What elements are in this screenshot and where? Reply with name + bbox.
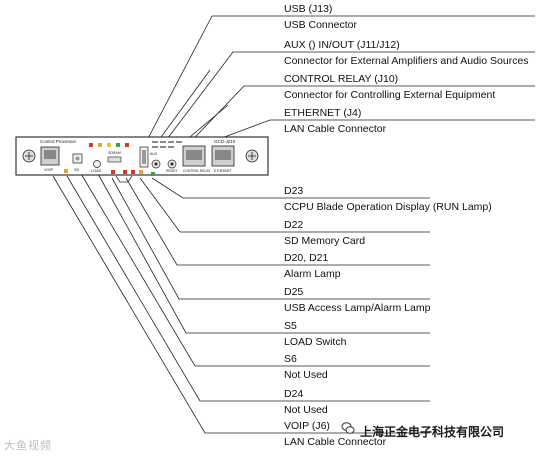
leader-voip <box>52 175 282 434</box>
leader-d22 <box>139 177 282 233</box>
watermark-right: 上海正金电子科技有限公司 <box>360 425 505 439</box>
callout-s5-desc: LOAD Switch <box>284 336 347 348</box>
callout-ethernet-title: ETHERNET (J4) <box>284 107 362 119</box>
aux-label: AUX <box>150 152 158 156</box>
leader-relay <box>177 85 282 156</box>
callout-s5-title: S5 <box>284 320 297 332</box>
callout-s6-title: S6 <box>284 353 297 365</box>
reset-label: RESET <box>166 169 179 173</box>
d25-led-icon <box>111 170 115 174</box>
d20-led-icon <box>123 170 127 174</box>
callout-d20-desc: Alarm Lamp <box>284 268 341 280</box>
callout-usb-desc: USB Connector <box>284 19 357 31</box>
callout-relay-title: CONTROL RELAY (J10) <box>284 73 399 85</box>
chat-bubble-icon <box>341 422 355 434</box>
voip-port-label: VOIP <box>44 168 54 172</box>
callout-d20-title: D20, D21 <box>284 252 329 264</box>
watermark-left: 大鱼视频 <box>4 440 52 452</box>
callout-voip-title: VOIP (J6) <box>284 420 330 432</box>
leader-d20 <box>125 177 282 266</box>
d22-led-icon <box>139 170 143 174</box>
sd-slot-icon <box>107 156 122 163</box>
sd-label: SD <box>74 168 80 172</box>
led-top-5 <box>125 143 129 147</box>
leader-s5 <box>96 171 282 334</box>
load-switch-icon <box>93 160 101 168</box>
callout-d23-title: D23 <box>284 185 304 197</box>
ethernet-port-label: ETHERNET <box>214 169 232 173</box>
callout-voip-desc: LAN Cable Connector <box>284 436 387 448</box>
leader-aux <box>154 51 282 156</box>
callout-aux-desc: Connector for External Amplifiers and Au… <box>284 55 529 67</box>
led-top-3 <box>107 143 111 147</box>
callout-d24-desc: Not Used <box>284 404 328 416</box>
relay-port-label: CONTROL RELAY <box>183 169 211 173</box>
led-top-1 <box>89 143 93 147</box>
callout-aux-title: AUX () IN/OUT (J11/J12) <box>284 39 400 51</box>
led-top-2 <box>98 143 102 147</box>
led-top-4 <box>116 143 120 147</box>
d21-led-icon <box>131 170 135 174</box>
faceplate: Control Processor GCD-J210 VOIP SD LOAD … <box>15 136 269 183</box>
sdram-label: SDRAM <box>108 151 121 155</box>
callout-relay-desc: Connector for Controlling External Equip… <box>284 89 496 101</box>
leader-usb <box>142 15 282 149</box>
leader-d25 <box>111 177 282 300</box>
callout-usb-title: USB (J13) <box>284 3 333 15</box>
leader-d23 <box>151 177 282 199</box>
load-label: LOAD <box>91 169 102 173</box>
callout-d25-title: D25 <box>284 286 304 298</box>
board-title: Control Processor <box>40 139 77 144</box>
d23-led-icon <box>151 172 155 176</box>
callout-d25-desc: USB Access Lamp/Alarm Lamp <box>284 302 431 314</box>
callout-ethernet-desc: LAN Cable Connector <box>284 123 387 135</box>
callout-d24-title: D24 <box>284 388 304 400</box>
leader-s6 <box>79 171 282 367</box>
callout-d22-desc: SD Memory Card <box>284 235 366 247</box>
callout-d22-title: D22 <box>284 219 304 231</box>
callout-s6-desc: Not Used <box>284 369 328 381</box>
leader-d24 <box>66 175 282 402</box>
callout-d23-desc: CCPU Blade Operation Display (RUN Lamp) <box>284 201 492 213</box>
board-model: GCD-J210 <box>214 139 236 144</box>
d24-led-icon <box>64 169 68 173</box>
